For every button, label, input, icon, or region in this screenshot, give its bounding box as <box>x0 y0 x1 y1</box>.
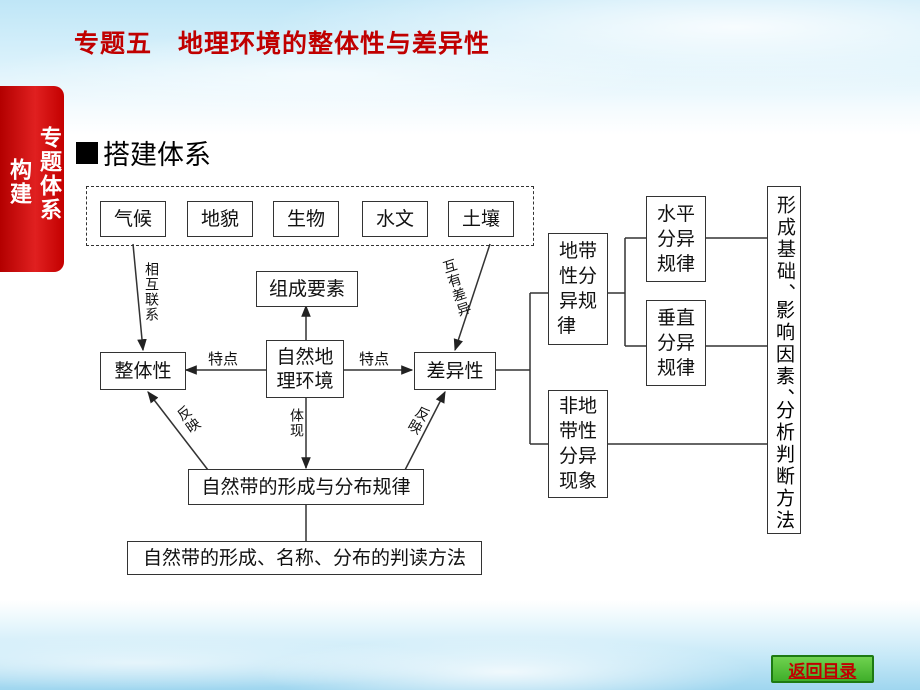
nonzonal-line3: 分异 <box>558 445 597 467</box>
nonzonal-line1: 非地 <box>558 395 597 417</box>
composition-box: 组成要素 <box>256 271 358 307</box>
element-hydrology: 水文 <box>362 201 428 237</box>
side-tab-col-left: 构建 <box>6 158 32 206</box>
elements-group <box>86 186 534 246</box>
difference-box: 差异性 <box>414 352 496 390</box>
element-landform: 地貌 <box>187 201 253 237</box>
nonzonal-line2: 带性 <box>558 420 597 442</box>
header-background <box>0 0 920 135</box>
zonal-line4: 律 <box>557 315 577 337</box>
center-line2: 理环境 <box>276 370 334 392</box>
vertical-box: 垂直 分异 规律 <box>646 300 706 386</box>
zone-read-box: 自然带的形成、名称、分布的判读方法 <box>127 541 482 575</box>
element-climate: 气候 <box>100 201 166 237</box>
far-right-box: 形成基础、 <box>767 186 801 534</box>
element-soil: 土壤 <box>448 201 514 237</box>
section-heading-text: 搭建体系 <box>103 140 211 171</box>
horizontal-line1: 水平 <box>656 202 695 225</box>
zonal-box: 地带 性分 异规 律 <box>548 233 608 345</box>
square-bullet-icon <box>76 141 98 164</box>
far-right-col3: 分析判断方法 <box>773 400 795 532</box>
far-right-col2: 影响因素、 <box>773 300 795 410</box>
zonal-line2: 性分 <box>558 265 597 287</box>
zonal-line3: 异规 <box>558 290 597 312</box>
wholeness-box: 整体性 <box>100 352 186 390</box>
section-heading: 搭建体系 <box>76 133 211 172</box>
vertical-line2: 分异 <box>656 331 695 354</box>
back-to-contents-button[interactable]: 返回目录 <box>771 655 874 683</box>
nonzonal-line4: 现象 <box>558 470 597 492</box>
side-tab: 专题体系 构建 <box>0 86 64 272</box>
far-right-col1: 形成基础、 <box>774 195 796 305</box>
page-title: 专题五 地理环境的整体性与差异性 <box>74 29 491 58</box>
feature-label-right: 特点 <box>359 350 390 368</box>
center-box: 自然地 理环境 <box>266 340 344 398</box>
mutual-label: 相互联系 <box>143 262 159 322</box>
side-tab-col-right: 专题体系 <box>36 126 62 222</box>
feature-label-left: 特点 <box>208 350 239 368</box>
horizontal-line3: 规律 <box>656 252 695 275</box>
element-biology: 生物 <box>273 201 339 237</box>
vertical-line1: 垂直 <box>656 306 695 329</box>
zone-law-box: 自然带的形成与分布规律 <box>188 469 424 505</box>
embody-label: 体现 <box>288 408 304 438</box>
zonal-line1: 地带 <box>558 240 597 262</box>
horizontal-line2: 分异 <box>656 227 695 250</box>
footer-background <box>0 600 920 690</box>
center-line1: 自然地 <box>276 346 334 368</box>
nonzonal-box: 非地 带性 分异 现象 <box>548 390 608 498</box>
horizontal-box: 水平 分异 规律 <box>646 196 706 282</box>
vertical-line3: 规律 <box>656 356 695 379</box>
